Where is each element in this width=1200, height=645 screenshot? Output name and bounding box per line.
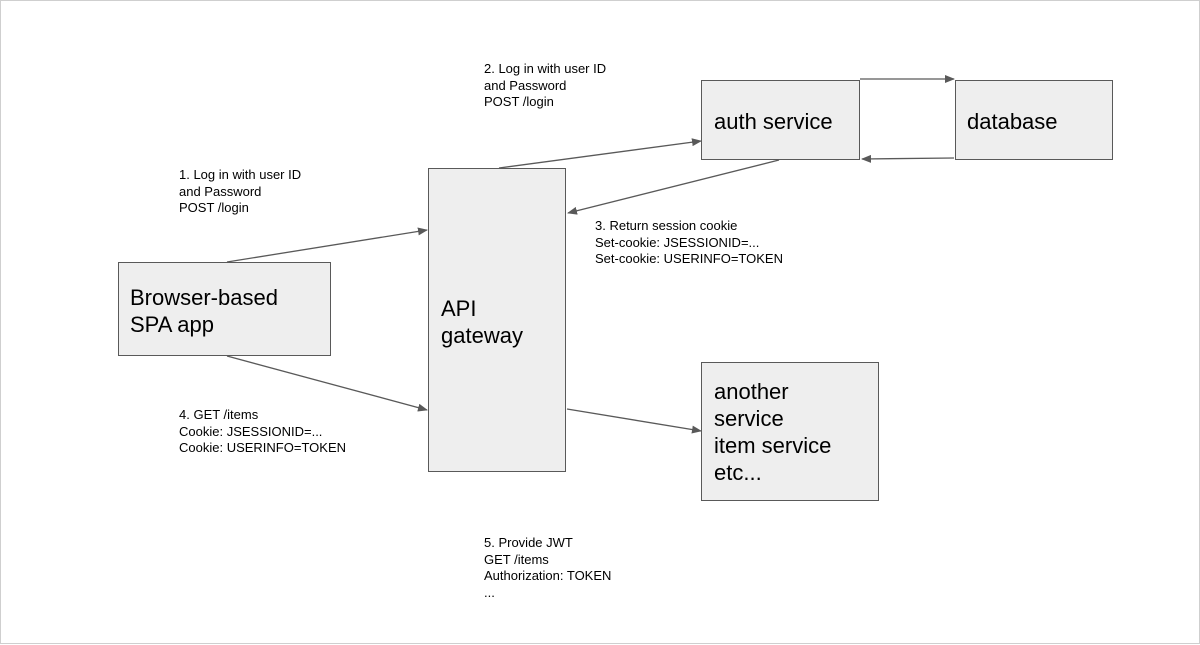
arrow-gateway-to-other-service <box>566 408 702 434</box>
database-box: database <box>955 80 1113 160</box>
another-service-label: another service item service etc... <box>714 379 832 485</box>
step-5-note: 5. Provide JWT GET /items Authorization:… <box>484 535 612 600</box>
arrow-database-to-auth <box>861 154 955 163</box>
spa-app-box: Browser-based SPA app <box>118 262 331 356</box>
api-gateway-label: API gateway <box>441 296 523 348</box>
arrow-auth-to-gateway-cookie <box>567 159 780 215</box>
arrow-spa-to-gateway-login <box>226 227 428 263</box>
step-2-note: 2. Log in with user ID and Password POST… <box>484 61 607 109</box>
step-3-note: 3. Return session cookie Set-cookie: JSE… <box>595 218 783 266</box>
arrow-spa-to-gateway-items <box>226 355 428 412</box>
arrow-gateway-to-auth-login <box>498 138 702 169</box>
another-service-box: another service item service etc... <box>701 362 879 501</box>
auth-service-box: auth service <box>701 80 860 160</box>
auth-service-label: auth service <box>714 109 833 134</box>
step-4-note: 4. GET /items Cookie: JSESSIONID=... Coo… <box>179 407 347 455</box>
step-1-note: 1. Log in with user ID and Password POST… <box>179 167 302 215</box>
spa-app-label: Browser-based SPA app <box>130 285 278 337</box>
database-label: database <box>967 109 1058 134</box>
api-gateway-box: API gateway <box>428 168 566 472</box>
